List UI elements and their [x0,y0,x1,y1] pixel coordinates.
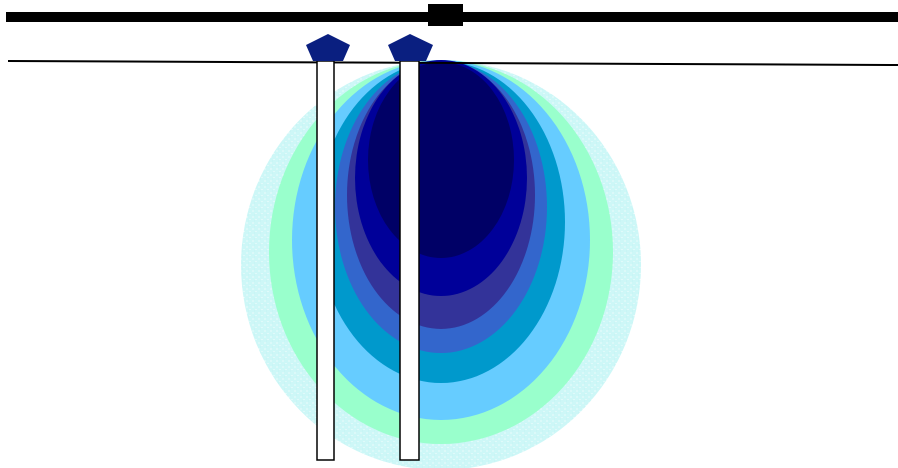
electrode-rod [400,61,419,460]
electrode-cap [388,34,433,61]
contour-level-8 [368,62,514,258]
current-density-contours [241,60,641,468]
electrode-cap [306,34,350,61]
electrode-rod [317,61,334,460]
conductor-connector [428,4,463,26]
